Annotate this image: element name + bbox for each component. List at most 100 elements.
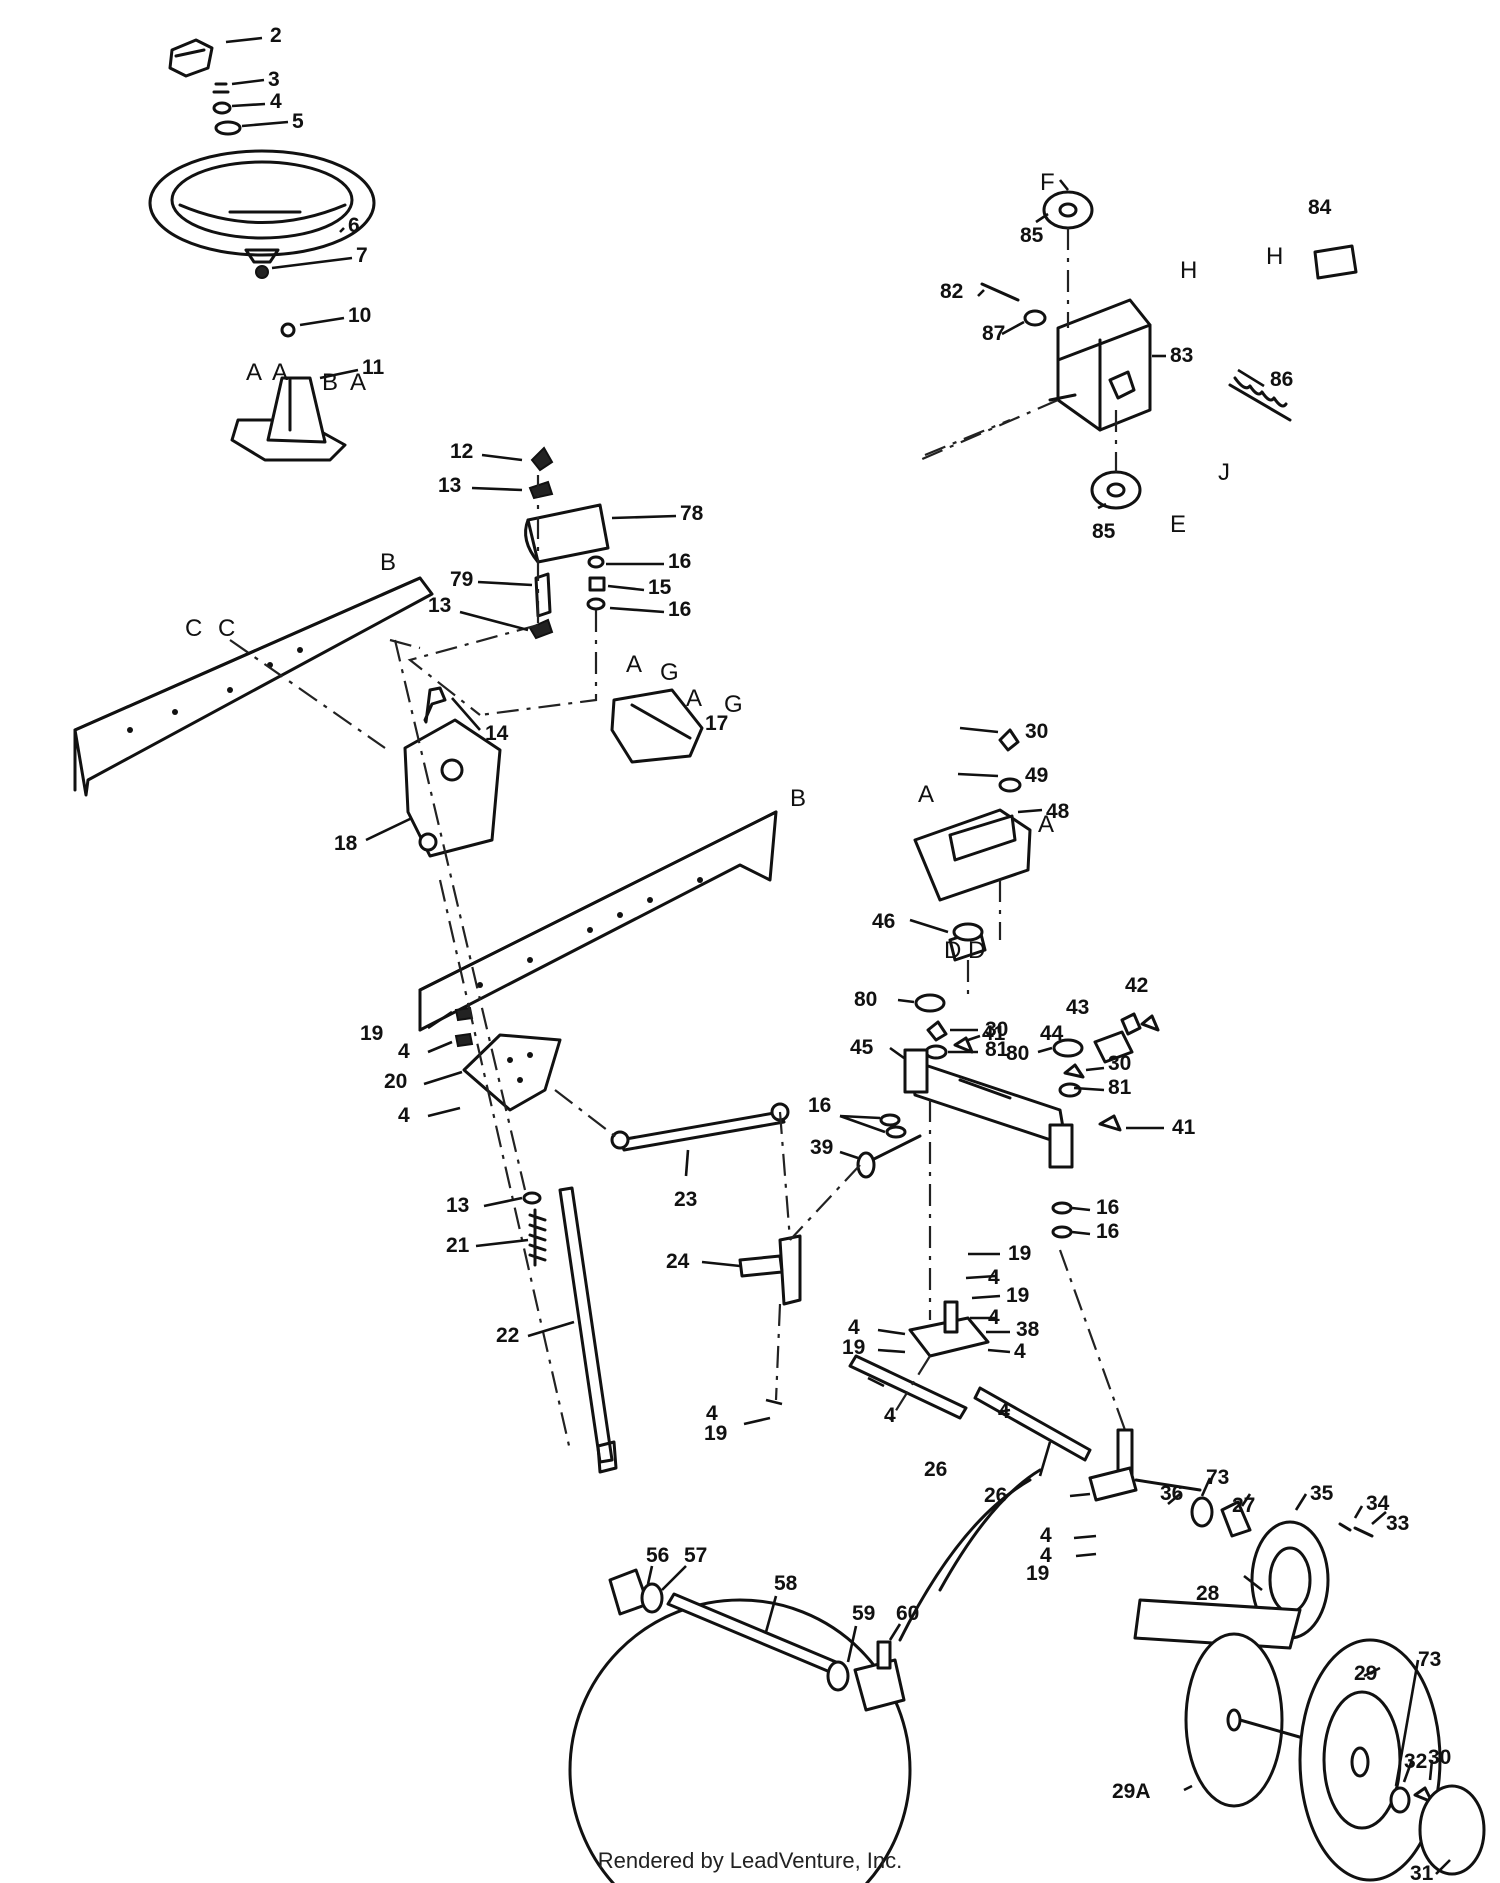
callout-c30d: 30 [1428, 1746, 1451, 1769]
frame-rail-left [73, 576, 434, 797]
callout-c46: 46 [872, 910, 895, 933]
callout-c31: 31 [1410, 1862, 1434, 1883]
callout-c4l: 4 [1040, 1544, 1052, 1567]
callout-c58: 58 [774, 1572, 798, 1595]
callout-c48: 48 [1046, 800, 1070, 823]
callout-c28: 28 [1196, 1582, 1220, 1605]
callout-c7: 7 [356, 244, 368, 267]
callout-c16b: 16 [668, 598, 691, 621]
bearing-27 [1220, 1500, 1252, 1538]
ref-letter-rA2: A [272, 359, 288, 386]
wheel-nut [255, 265, 269, 279]
ref-letter-rE: E [1170, 511, 1186, 538]
nut-30c [1063, 1063, 1085, 1079]
drag-link-23 [610, 1102, 790, 1152]
callout-c24: 24 [666, 1250, 690, 1273]
callout-c79: 79 [450, 568, 473, 591]
steering-shaft-22 [558, 1186, 618, 1474]
callout-c12: 12 [450, 440, 473, 463]
ref-letter-rB1: B [322, 369, 338, 396]
callout-c11: 11 [362, 356, 385, 379]
fitting-41b [1098, 1114, 1122, 1132]
callout-c34: 34 [1366, 1492, 1390, 1515]
callout-c30a: 30 [1025, 720, 1048, 743]
tie-bracket-17 [610, 688, 704, 764]
callout-c30c: 30 [1108, 1052, 1131, 1075]
callout-c19c: 19 [1006, 1284, 1029, 1307]
ref-letter-rH2: H [1266, 243, 1283, 270]
ref-letter-rB2: B [380, 549, 396, 576]
callout-c38: 38 [1016, 1318, 1040, 1341]
axle-shaft [1238, 1718, 1312, 1742]
callout-c45: 45 [850, 1036, 874, 1059]
washer-4b [454, 1032, 474, 1048]
ref-letter-rH1: H [1180, 257, 1197, 284]
steering-cap [168, 38, 214, 78]
hub-cap-31 [1418, 1784, 1486, 1876]
callout-c27: 27 [1232, 1494, 1255, 1517]
assembly-lines [229, 228, 1127, 1451]
callout-c41b: 41 [1172, 1116, 1196, 1139]
sector-gear-20 [462, 1033, 562, 1112]
cap-80a [914, 993, 946, 1013]
callout-c32: 32 [1404, 1750, 1427, 1773]
callout-c4b: 4 [398, 1040, 410, 1063]
washer-73a [1190, 1496, 1214, 1528]
callout-c19f: 19 [1026, 1562, 1049, 1585]
steering-hardware [212, 82, 242, 136]
ref-letter-rA7: A [1038, 811, 1054, 838]
callout-c16d: 16 [1096, 1196, 1119, 1219]
callout-c49: 49 [1025, 764, 1048, 787]
callout-c14: 14 [485, 722, 509, 745]
ref-letter-rJ: J [1218, 459, 1230, 486]
callout-c81a: 81 [985, 1038, 1009, 1061]
callout-c83: 83 [1170, 344, 1193, 367]
nut-30a [998, 728, 1020, 752]
callout-c60: 60 [896, 1602, 919, 1625]
callout-c19d: 19 [842, 1336, 865, 1359]
callout-c13a: 13 [438, 474, 461, 497]
ref-letter-rC1: C [185, 615, 202, 642]
callout-c26b: 26 [984, 1484, 1007, 1507]
callout-c29: 29 [1354, 1662, 1377, 1685]
callout-c85b: 85 [1092, 520, 1116, 543]
ref-letter-rG2: G [724, 691, 743, 718]
callout-c80b: 80 [1006, 1042, 1029, 1065]
pulley-85b [1090, 470, 1142, 510]
ref-letter-rD2: D [968, 937, 985, 964]
pivot-46 [948, 922, 987, 962]
callout-c87: 87 [982, 322, 1005, 345]
callout-c4f: 4 [1014, 1340, 1026, 1363]
callout-c2: 2 [270, 24, 282, 47]
callout-c4h: 4 [884, 1404, 896, 1427]
pivot-bracket-18 [403, 718, 502, 858]
ref-letter-rA6: A [918, 781, 934, 808]
callout-c43: 43 [1066, 996, 1089, 1019]
pulley-85a [1042, 190, 1094, 230]
clip-42 [1140, 1014, 1160, 1032]
nut-30d [1413, 1786, 1434, 1804]
callout-c4g: 4 [848, 1316, 860, 1339]
callout-c19a: 19 [360, 1022, 383, 1045]
washers-16 [879, 1113, 1073, 1239]
callout-c18: 18 [334, 832, 358, 855]
callout-c85a: 85 [1020, 224, 1044, 247]
tie-rods-26 [848, 1354, 1092, 1462]
callout-c4c: 4 [398, 1104, 410, 1127]
callout-c80a: 80 [854, 988, 877, 1011]
grease-fittings-33-35 [1338, 1522, 1374, 1538]
callout-c16e: 16 [1096, 1220, 1119, 1243]
steering-arm-78 [524, 503, 610, 564]
bolt-82-washer-87 [980, 282, 1047, 327]
washer-13c [522, 1191, 542, 1205]
callout-c59: 59 [852, 1602, 875, 1625]
callout-c56: 56 [646, 1544, 669, 1567]
ref-letter-rA1: A [246, 359, 262, 386]
callout-c29a: 29A [1112, 1780, 1151, 1803]
ref-letter-rA3: A [350, 369, 366, 396]
spindle-36 [1088, 1428, 1202, 1502]
callout-c42: 42 [1125, 974, 1148, 997]
callout-c15: 15 [648, 576, 672, 599]
ref-letter-rB3: B [790, 785, 806, 812]
